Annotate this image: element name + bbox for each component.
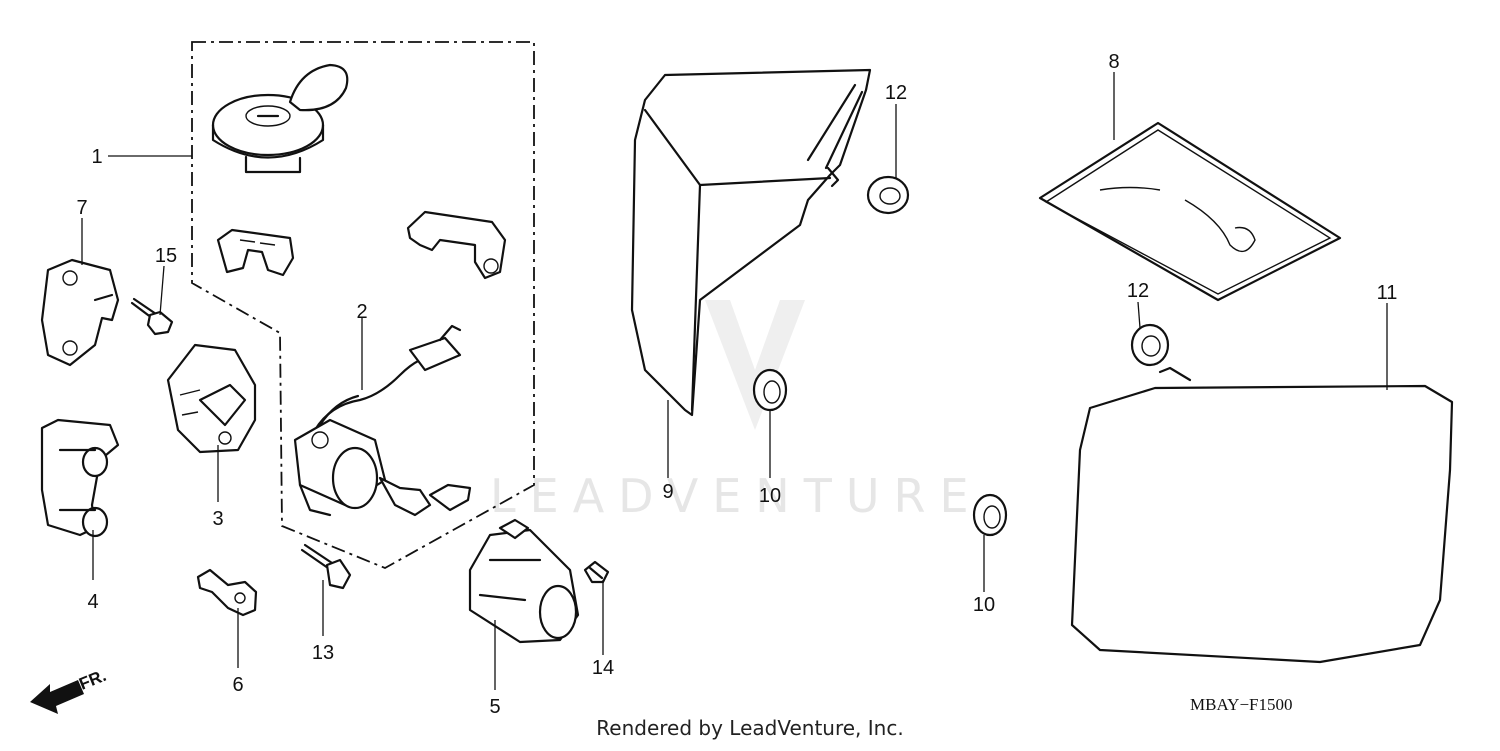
screw-14: [583, 560, 610, 584]
diagram-code: MBAY−F1500: [1190, 695, 1293, 714]
watermark-text: LEADVENTURE: [490, 469, 983, 523]
ignition-cap: [211, 63, 349, 174]
callout-3: 3: [212, 508, 223, 530]
callout-1: 1: [91, 146, 102, 168]
callout-15: 15: [155, 245, 177, 267]
key-cylinder: [468, 518, 580, 644]
kit-clip: [216, 228, 295, 277]
screw-13: [300, 543, 352, 590]
lock-bracket: [40, 258, 120, 367]
callout-10a: 10: [759, 485, 781, 507]
grommet-10a: [752, 368, 788, 412]
grommet-12b: [1130, 323, 1170, 367]
seat-cover: [630, 68, 872, 417]
callout-7: 7: [76, 197, 87, 219]
kit-boundary: [191, 41, 535, 569]
leader-lines: [81, 72, 1388, 690]
callout-12b: 12: [1127, 280, 1149, 302]
callout-5: 5: [489, 696, 500, 718]
watermark-logo-icon: [705, 300, 805, 430]
grommet-10b: [972, 493, 1008, 537]
callout-14: 14: [592, 657, 614, 679]
callouts: 1 2 3 4 5 6 7 8 9 10 10 11 12 12 13 14 1…: [76, 51, 1397, 718]
callout-2: 2: [356, 301, 367, 323]
callout-11: 11: [1377, 282, 1398, 304]
watermark: LEADVENTURE: [490, 300, 983, 523]
footer-credit: Rendered by LeadVenture, Inc.: [596, 716, 904, 740]
key: [196, 568, 258, 617]
hinge: [40, 418, 120, 538]
ignition-switch: [293, 324, 472, 517]
callout-8: 8: [1108, 51, 1119, 73]
bolt-15: [130, 297, 174, 336]
callout-12a: 12: [885, 82, 907, 104]
direction-label: FR.: [76, 666, 109, 694]
grommet-12a: [866, 175, 910, 215]
callout-10b: 10: [973, 594, 995, 616]
callout-4: 4: [87, 591, 98, 613]
front-direction-indicator: FR.: [30, 666, 109, 714]
seat-catch: [166, 343, 257, 454]
kit-c-bracket: [406, 210, 507, 280]
callout-9: 9: [662, 481, 673, 503]
side-cover: [1070, 366, 1454, 664]
callout-13: 13: [312, 642, 334, 664]
callout-6: 6: [232, 674, 243, 696]
seat-pad: [1038, 121, 1342, 302]
arrow-left-icon: [30, 680, 84, 714]
